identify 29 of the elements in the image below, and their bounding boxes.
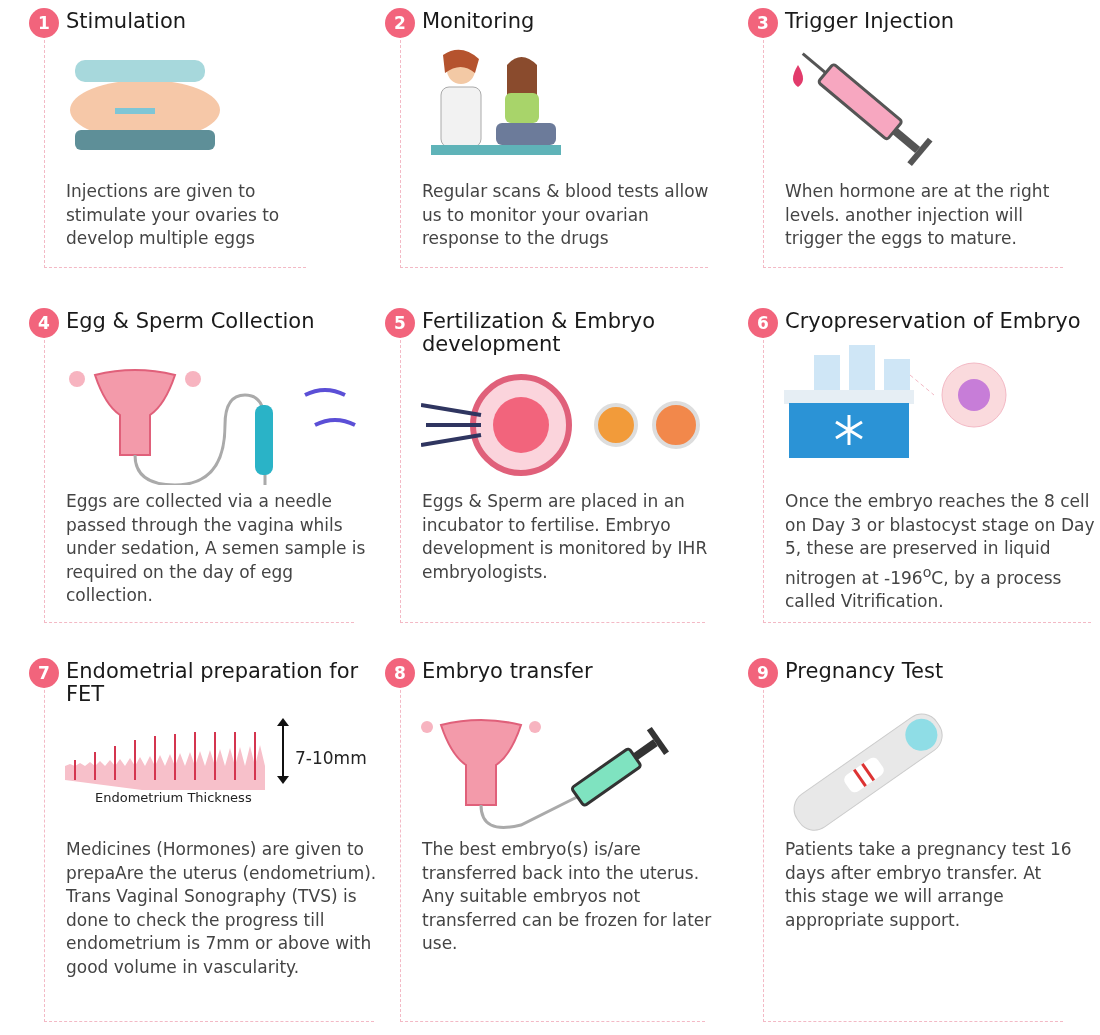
step-description: Patients take a pregnancy test 16 days after embryo transfer. At this stage we will arrange appropriate support.: [785, 838, 1073, 932]
step-description: Once the embryo reaches the 8 cell on Day 3 or blastocyst stage on Day 5, these are preserved in liquid nitrogen at -196$^{o}$C, by a process called Vitrification.: [785, 490, 1096, 613]
step-title: Cryopreservation of Embryo: [785, 310, 1082, 333]
step-number: 7: [29, 658, 59, 688]
step-title: Monitoring: [422, 10, 536, 33]
step-title: Trigger Injection: [785, 10, 956, 33]
step-number: 5: [385, 308, 415, 338]
step-description: Eggs are collected via a needle passed through the vagina whils under sedation, A semen sample is required on the day of egg collection.: [66, 490, 366, 607]
step-title: Embryo transfer: [422, 660, 594, 683]
dimension-label: 7-10mm: [295, 748, 367, 768]
step-number: 6: [748, 308, 778, 338]
step-title: Stimulation: [66, 10, 188, 33]
step-number: 3: [748, 8, 778, 38]
step-description: When hormone are at the right levels. another injection will trigger the eggs to mature.: [785, 180, 1051, 250]
step-description: Injections are given to stimulate your ovaries to develop multiple eggs: [66, 180, 281, 250]
step-description: The best embryo(s) is/are transferred back into the uterus. Any suitable embryos not transferred can be frozen for later use.: [422, 838, 713, 955]
drawing-caption: Endometrium Thickness: [95, 790, 252, 805]
step-title: Fertilization & Embryo development: [422, 310, 657, 356]
step-number: 8: [385, 658, 415, 688]
step-description: Regular scans & blood tests allow us to monitor your ovarian response to the drugs: [422, 180, 710, 250]
step-title: Egg & Sperm Collection: [66, 310, 316, 333]
step-number: 1: [29, 8, 59, 38]
step-number: 9: [748, 658, 778, 688]
step-number: 2: [385, 8, 415, 38]
step-number: 4: [29, 308, 59, 338]
step-description: Eggs & Sperm are placed in an incubator to fertilise. Embryo development is monitored by IHR embryologists.: [422, 490, 709, 584]
step-description: Medicines (Hormones) are given to prepaAre the uterus (endometrium). Trans Vaginal Sonography (TVS) is done to check the progress till endometrium is 7mm or above with good volume in vascularity.: [66, 838, 378, 979]
step-title: Endometrial preparation for FET: [66, 660, 360, 706]
step-title: Pregnancy Test: [785, 660, 945, 683]
